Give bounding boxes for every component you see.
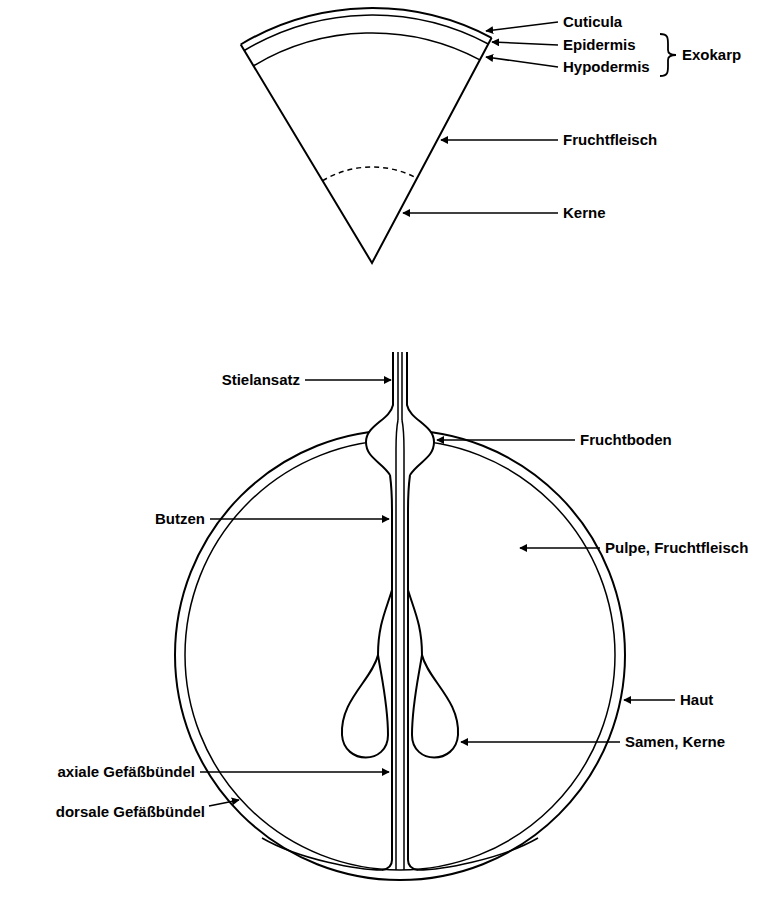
apple-section [175,352,625,880]
part-label: Kerne [563,204,606,222]
part-label: Hypodermis [563,58,650,76]
part-label: Exokarp [682,46,741,64]
part-label: Fruchtboden [580,431,672,449]
part-label: Epidermis [563,36,636,54]
part-label: Samen, Kerne [625,733,725,751]
part-label: Butzen [155,510,205,528]
part-label: dorsale Gefäßbündel [56,803,205,821]
part-label: Pulpe, Fruchtfleisch [605,539,748,557]
part-label: Fruchtfleisch [563,131,657,149]
fruit-wedge [241,8,492,263]
part-label: Cuticula [563,13,622,31]
part-label: Haut [680,691,713,709]
leader-lines [200,22,676,806]
part-label: axiale Gefäßbündel [57,763,195,781]
part-label: Stielansatz [222,371,300,389]
